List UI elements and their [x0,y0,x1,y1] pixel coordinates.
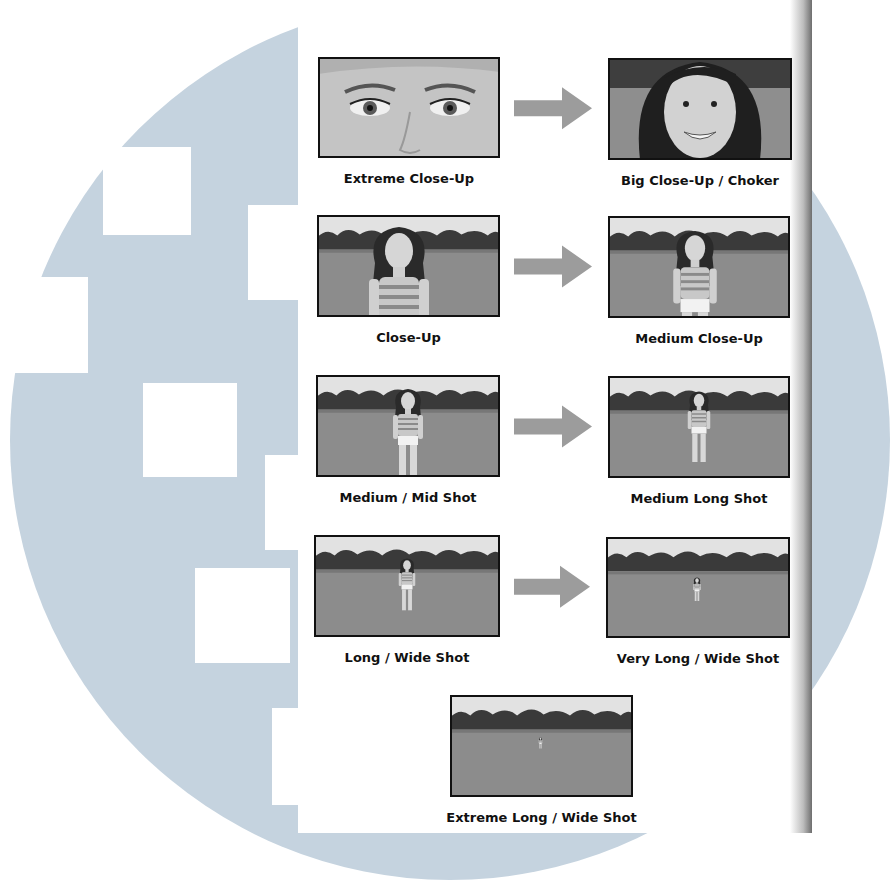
shot-caption: Big Close-Up / Choker [621,173,779,188]
shot-frame: Close-Up [317,215,500,317]
shot-caption: Extreme Long / Wide Shot [446,810,636,825]
shot-frame: Big Close-Up / Choker [608,58,792,160]
block-arrow [514,566,590,608]
shot-frame: Extreme Long / Wide Shot [450,695,633,797]
shot-caption: Medium Long Shot [631,491,768,506]
shot-frame: Extreme Close-Up [318,57,500,158]
shot-frame: Medium Long Shot [608,376,790,478]
block-arrow [514,246,592,288]
shot-caption: Extreme Close-Up [344,171,474,186]
shot-frame: Very Long / Wide Shot [606,537,790,638]
block-arrow [514,87,592,129]
shot-caption: Very Long / Wide Shot [617,651,779,666]
shot-frame: Medium / Mid Shot [316,375,500,477]
shot-frame: Long / Wide Shot [314,535,500,637]
shot-frame: Medium Close-Up [608,216,790,318]
shot-caption: Close-Up [376,330,441,345]
shot-caption: Medium Close-Up [635,331,763,346]
shot-caption: Medium / Mid Shot [339,490,476,505]
block-arrow [514,406,592,448]
shot-caption: Long / Wide Shot [345,650,470,665]
